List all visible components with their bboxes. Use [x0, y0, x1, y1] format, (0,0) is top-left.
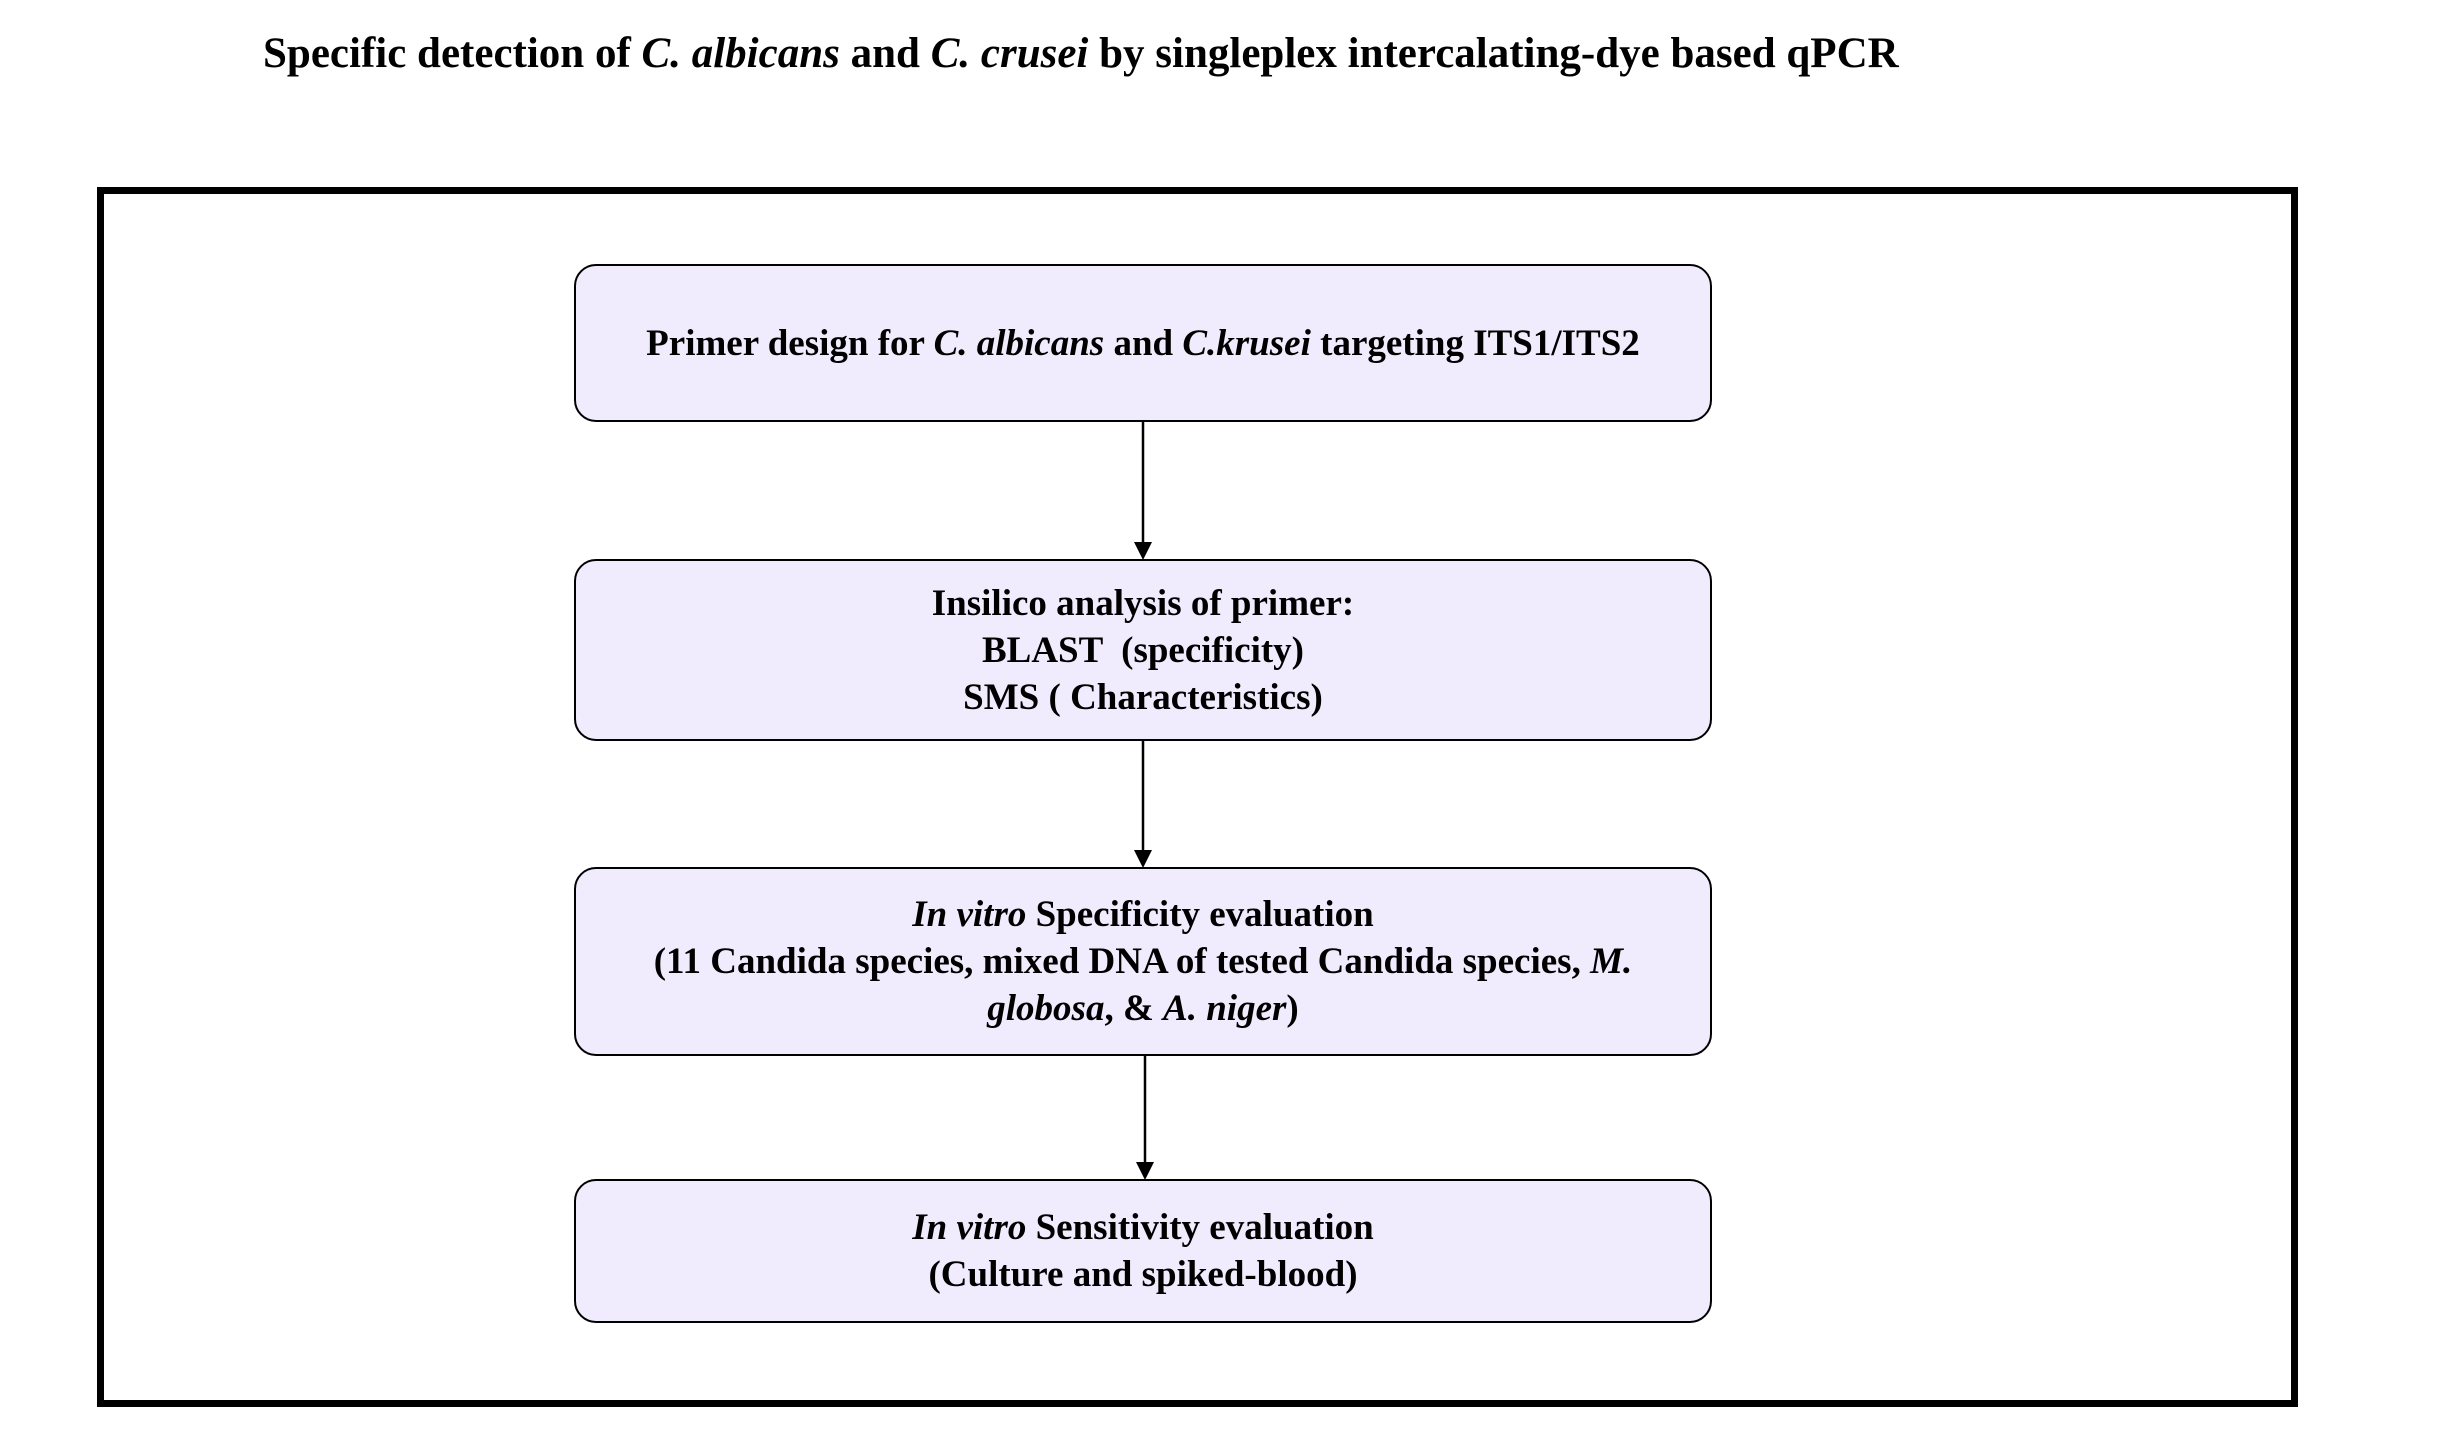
step-sensitivity-line-2: (Culture and spiked-blood) [928, 1254, 1358, 1295]
step-insilico-analysis: Insilico analysis of primer: BLAST (spec… [574, 559, 1712, 741]
step-primer-design: Primer design for C. albicans and C.krus… [574, 264, 1712, 422]
page-title: Specific detection of C. albicans and C.… [263, 30, 1899, 77]
step-insilico-line-3: SMS ( Characteristics) [963, 676, 1323, 718]
step-insilico-line-2: BLAST (specificity) [981, 629, 1305, 671]
step-primer-design-text: Primer design for C. albicans and C.krus… [646, 322, 1640, 364]
step-specificity-line-3: globosa, & A. niger) [987, 988, 1299, 1029]
step-insilico-line-1: Insilico analysis of primer: [931, 582, 1355, 624]
step-specificity-evaluation: In vitro Specificity evaluation (11 Cand… [574, 867, 1712, 1056]
step-specificity-line-1: In vitro Specificity evaluation [912, 894, 1374, 935]
diagram-frame [97, 187, 2298, 1407]
step-sensitivity-evaluation: In vitro Sensitivity evaluation (Culture… [574, 1179, 1712, 1323]
step-specificity-line-2: (11 Candida species, mixed DNA of tested… [653, 941, 1633, 982]
step-sensitivity-line-1: In vitro Sensitivity evaluation [912, 1207, 1374, 1248]
